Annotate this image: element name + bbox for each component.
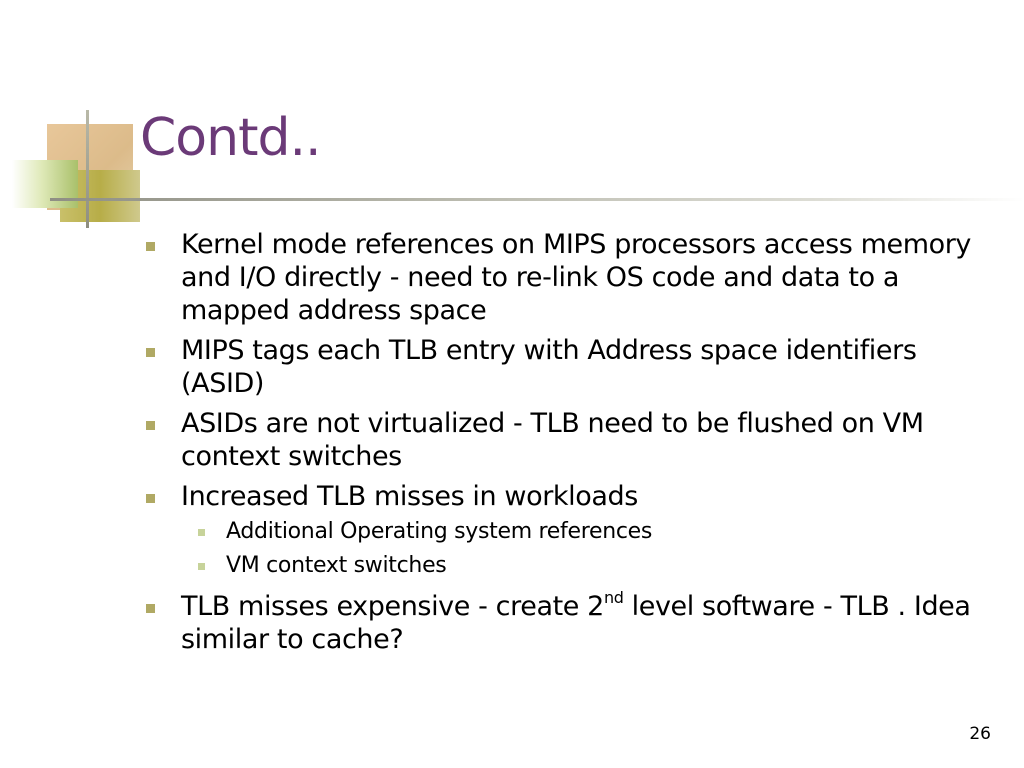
bullet-text-start: TLB misses expensive - create 2 bbox=[181, 591, 604, 622]
title-underline bbox=[50, 198, 1024, 201]
bullet-text-end: level software - TLB . Idea similar to c… bbox=[181, 591, 971, 655]
bullet-list: Kernel mode references on MIPS processor… bbox=[140, 228, 1000, 663]
bullet-item: TLB misses expensive - create 2nd level … bbox=[140, 590, 1000, 656]
bullet-text: ASIDs are not virtualized - TLB need to … bbox=[181, 408, 924, 472]
ordinal-superscript: nd bbox=[603, 588, 624, 607]
bullet-text: MIPS tags each TLB entry with Address sp… bbox=[181, 335, 917, 399]
bullet-item: MIPS tags each TLB entry with Address sp… bbox=[140, 334, 1000, 400]
bullet-item: ASIDs are not virtualized - TLB need to … bbox=[140, 407, 1000, 473]
sub-bullet-list: Additional Operating system references V… bbox=[181, 515, 1000, 583]
bullet-text: Increased TLB misses in workloads bbox=[181, 481, 638, 512]
sub-bullet-text: Additional Operating system references bbox=[226, 519, 653, 544]
slide-title: Contd.. bbox=[140, 108, 322, 168]
bullet-text: Kernel mode references on MIPS processor… bbox=[181, 229, 972, 326]
sub-bullet-item: VM context switches bbox=[181, 549, 1000, 583]
page-number: 26 bbox=[969, 724, 991, 744]
bullet-item: Kernel mode references on MIPS processor… bbox=[140, 228, 1000, 327]
sub-bullet-text: VM context switches bbox=[226, 553, 447, 578]
decorative-vertical-line bbox=[86, 110, 89, 228]
bullet-item: Increased TLB misses in workloads Additi… bbox=[140, 480, 1000, 583]
sub-bullet-item: Additional Operating system references bbox=[181, 515, 1000, 549]
